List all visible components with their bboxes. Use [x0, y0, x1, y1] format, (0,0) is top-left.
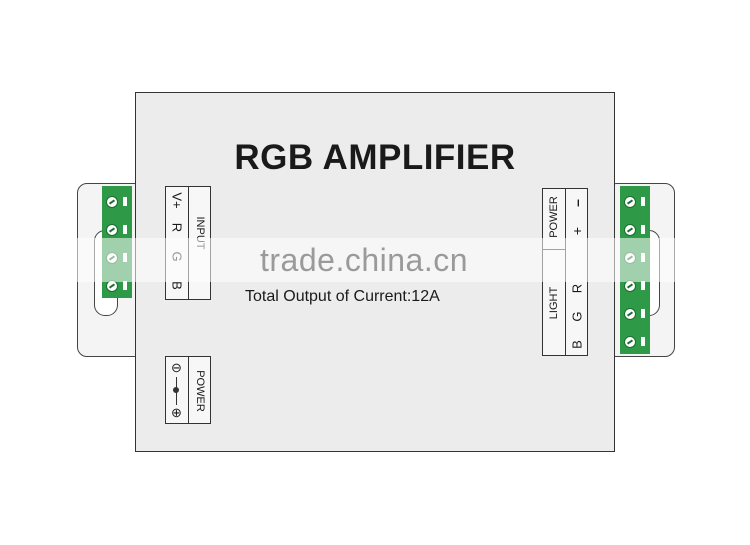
- output-light-label: LIGHT: [548, 286, 560, 320]
- device-title: RGB AMPLIFIER: [234, 138, 516, 177]
- terminal-screw-icon: [106, 196, 118, 208]
- terminal-screw-icon: [624, 224, 636, 236]
- input-pin-label: V+: [169, 192, 185, 209]
- terminal-clip: [641, 197, 645, 206]
- watermark-text: trade.china.cn: [260, 242, 469, 278]
- terminal-screw-icon: [106, 224, 118, 236]
- input-pin-label: R: [169, 222, 185, 233]
- terminal-screw-icon: [624, 196, 636, 208]
- panel-divider: [188, 357, 189, 423]
- terminal-clip: [641, 225, 645, 234]
- terminal-clip: [123, 281, 127, 290]
- terminal-clip: [641, 281, 645, 290]
- output-pin-label: G: [569, 311, 585, 322]
- current-spec: Total Output of Current:12A: [245, 288, 440, 305]
- dc-jack-dot: [173, 387, 179, 393]
- power-label-panel: ⊖ ⊕ POWER: [165, 356, 211, 424]
- output-pin-label: B: [569, 340, 585, 349]
- terminal-clip: [641, 337, 645, 346]
- power-minus-icon: ⊖: [171, 360, 182, 375]
- terminal-clip: [123, 225, 127, 234]
- terminal-clip: [123, 197, 127, 206]
- terminal-screw-icon: [624, 336, 636, 348]
- watermark-band: trade.china.cn: [0, 238, 750, 282]
- output-power-label: POWER: [548, 196, 560, 238]
- power-plus-icon: ⊕: [171, 405, 182, 420]
- power-section-label: POWER: [194, 370, 206, 412]
- terminal-clip: [641, 309, 645, 318]
- output-pin-label: –: [569, 199, 585, 207]
- terminal-screw-icon: [624, 308, 636, 320]
